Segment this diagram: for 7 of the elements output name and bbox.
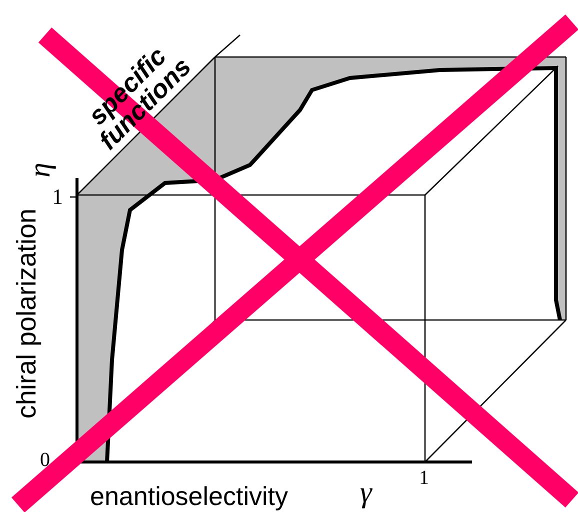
axis-label: chiral polarization [14, 207, 40, 421]
axis-label: enantioselectivity [90, 483, 288, 509]
tick-label: 1 [52, 186, 63, 208]
axis-symbol: η [25, 162, 56, 178]
axis-symbol: γ [360, 478, 372, 508]
tick-label: 0 [40, 450, 50, 470]
tick-label: 1 [419, 468, 429, 488]
